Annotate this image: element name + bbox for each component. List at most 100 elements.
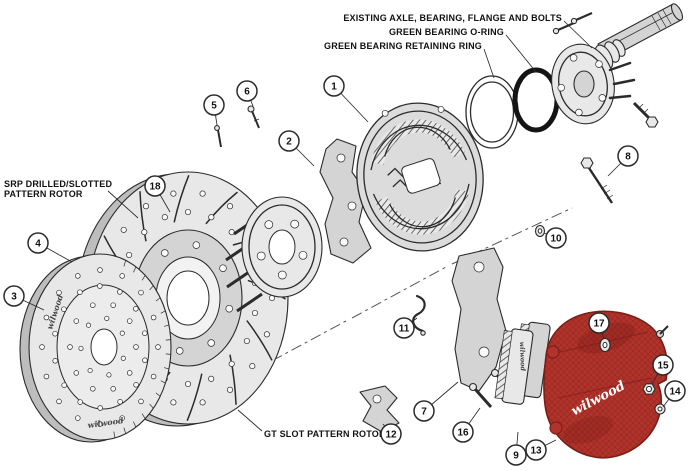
bearing-retaining-ring (465, 75, 519, 149)
callout-circle (617, 145, 639, 167)
drill-hole (110, 386, 116, 392)
callout-number: 16 (457, 428, 469, 439)
callout-circle (413, 400, 435, 422)
existing-bolt (552, 11, 593, 35)
drill-hole (575, 108, 583, 117)
callout-11: 11 (393, 317, 418, 339)
drill-hole (97, 421, 103, 427)
callout-number: 18 (149, 182, 161, 193)
vane-tick (149, 285, 154, 291)
drill-hole (87, 367, 93, 374)
drill-hole (133, 306, 139, 312)
rotor-slot (186, 373, 203, 421)
callout-circle (664, 380, 686, 402)
callout-13: 13 (525, 439, 557, 461)
callout-number: 6 (244, 87, 250, 98)
label-existing-axle: EXISTING AXLE, BEARING, FLANGE AND BOLTS (343, 13, 562, 23)
rotor-slot (205, 191, 238, 225)
drill-hole (207, 339, 215, 347)
callout-17: 17 (588, 312, 610, 340)
drill-hole (61, 382, 67, 388)
callout-circle (203, 94, 225, 116)
callout-circle (505, 444, 527, 466)
small-screw (247, 105, 260, 129)
vane-tick (133, 421, 137, 428)
parking-brake-backing-plate (356, 102, 484, 252)
callout-5: 5 (203, 94, 225, 126)
callout-8: 8 (607, 145, 639, 177)
cable-bracket (359, 385, 400, 433)
vane-tick (123, 260, 127, 267)
drill-hole (142, 330, 148, 336)
drill-hole (120, 226, 127, 233)
drill-hole (120, 355, 126, 361)
callout-6: 6 (236, 80, 258, 107)
drill-hole (208, 375, 215, 382)
lug-holes (256, 219, 308, 280)
drill-hole (97, 405, 103, 411)
drill-hole (73, 370, 80, 376)
drill-hole (192, 241, 201, 249)
drill-hole (43, 314, 50, 321)
drill-hole (150, 373, 157, 380)
drill-hole (119, 273, 125, 279)
lock-washer (654, 403, 666, 415)
callout-12: 12 (380, 423, 402, 445)
drill-hole (161, 249, 169, 257)
drill-hole (75, 273, 81, 279)
drill-hole (97, 267, 103, 273)
drill-hole (52, 330, 58, 337)
callout-circle (652, 354, 674, 376)
label-gt-rotor: GT SLOT PATTERN ROTOR (264, 429, 386, 439)
callout-number: 11 (399, 324, 410, 335)
drill-hole (56, 398, 62, 405)
callout-circle (323, 75, 345, 97)
drill-hole (290, 219, 300, 229)
callout-number: 12 (385, 430, 397, 441)
caliper-mount-bracket (319, 138, 372, 264)
drill-hole (256, 251, 266, 261)
drill-hole (277, 270, 287, 280)
drill-hole (155, 344, 161, 350)
drill-hole (126, 318, 133, 324)
brake-pads: wilwood (494, 321, 551, 405)
label-retaining-ring: GREEN BEARING RETAINING RING (324, 41, 482, 51)
spring-clip (412, 294, 426, 336)
drill-hole (43, 373, 50, 380)
callout-number: 2 (286, 137, 292, 148)
drill-hole (569, 54, 578, 62)
callout-number: 9 (513, 451, 519, 462)
callout-4: 4 (27, 232, 73, 263)
hex-nut (642, 383, 656, 395)
callout-10: 10 (543, 227, 567, 249)
vane-tick (149, 403, 154, 409)
vane-tick (165, 353, 171, 355)
drill-hole (141, 229, 148, 236)
callout-number: 5 (211, 101, 217, 112)
label-srp-rotor-line2: PATTERN ROTOR (4, 189, 83, 199)
drill-hole (557, 83, 565, 92)
callout-number: 8 (625, 152, 631, 163)
callout-16: 16 (452, 407, 481, 443)
drill-hole (75, 415, 81, 421)
drill-hole (126, 370, 133, 376)
axle-hole (401, 158, 441, 194)
drill-hole (106, 372, 112, 378)
callout-1: 1 (323, 75, 369, 123)
drill-hole (67, 344, 73, 350)
long-mounting-bolt (580, 157, 614, 204)
drill-hole (85, 322, 92, 328)
drill-hole (138, 398, 144, 405)
rotor-vane-ticks (113, 260, 171, 438)
drill-hole (90, 386, 96, 392)
drill-hole (226, 203, 234, 210)
drill-hole (119, 415, 125, 421)
callout-number: 4 (35, 239, 41, 250)
callout-14: 14 (662, 380, 686, 408)
vane-tick (155, 392, 161, 397)
drill-hole (264, 220, 274, 229)
rotor-drilled-hat: wilwood wilwood (19, 253, 172, 443)
rotor-drill-holes (39, 267, 161, 427)
drill-hole (251, 309, 259, 317)
